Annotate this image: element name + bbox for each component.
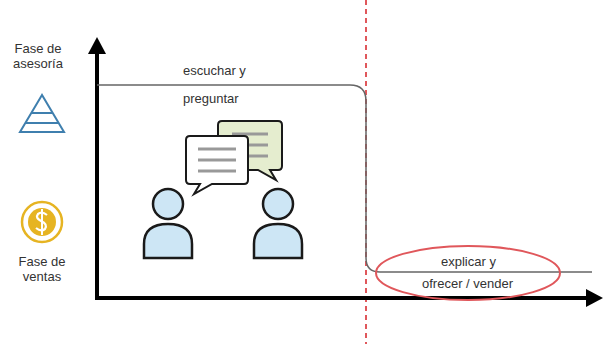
ellipse-text: explicar y	[441, 254, 496, 269]
ellipse-text: ofrecer / vender	[422, 276, 513, 291]
pyramid-icon	[20, 95, 64, 132]
y-axis	[95, 50, 99, 298]
highlight-ellipse: explicar y ofrecer / vender	[375, 245, 561, 301]
curve-label: escuchar y	[183, 63, 246, 78]
coin-icon	[22, 202, 62, 242]
phase-label: Fase de ventas	[7, 254, 77, 284]
process-curve	[97, 85, 592, 272]
arrowhead	[88, 37, 106, 54]
phase-label: Fase de asesoría	[3, 41, 73, 71]
speech-bubbles	[186, 121, 282, 194]
person-icons	[144, 189, 302, 258]
curve-label: preguntar	[183, 91, 239, 106]
ellipse-outline	[375, 245, 561, 301]
arrowhead	[586, 289, 603, 307]
